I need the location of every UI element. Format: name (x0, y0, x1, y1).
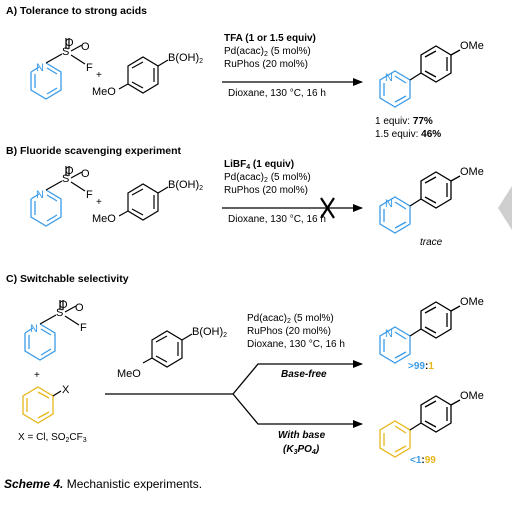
plus-a: + (96, 70, 102, 81)
product-arylpyridine-b (379, 171, 461, 234)
sulfonyl-group-a (45, 38, 86, 65)
conditions-c-1: Pd(acac)2 (5 mol%) (247, 313, 334, 326)
atom-s-c: S (56, 307, 64, 319)
yield-1equiv: 1 equiv: 77% (375, 116, 433, 127)
trace-result: trace (420, 237, 443, 248)
atom-f-c: F (80, 322, 87, 334)
cross-mark (320, 197, 335, 219)
ome-product-c1: OMe (460, 296, 484, 308)
branch-base-reagent: (K3PO4) (283, 444, 320, 457)
atom-o-c2: O (75, 302, 84, 314)
aryl-halide-c (22, 386, 62, 424)
x-definition: X = Cl, SO2CF3 (18, 432, 87, 445)
boronic-acid-b: B(OH)2 (168, 179, 204, 193)
product-arylpyridine-c (379, 301, 461, 364)
branch-base-free: Base-free (281, 369, 327, 380)
atom-o-b1: O (65, 165, 74, 177)
branch-with-base: With base (278, 430, 326, 441)
conditions-b-1: LiBF4 (1 equiv) (224, 159, 295, 172)
solvent-a: Dioxane, 130 °C, 16 h (228, 88, 326, 99)
solvent-b: Dioxane, 130 °C, 16 h (228, 214, 326, 225)
boronic-acid-a: B(OH)2 (168, 52, 204, 66)
page-edge-tab (498, 186, 512, 230)
conditions-c-3: Dioxane, 130 °C, 16 h (247, 339, 345, 350)
pyridine-sulfonyl-fluoride-b (30, 189, 62, 227)
conditions-c-2: RuPhos (20 mol%) (247, 326, 331, 337)
sulfonyl-group-b (45, 166, 86, 192)
conditions-a-2: Pd(acac)2 (5 mol%) (224, 46, 311, 59)
sulfonyl-group-c (39, 300, 80, 326)
methoxyphenyl-boronic-acid-c (142, 330, 193, 368)
plus-b: + (96, 197, 102, 208)
atom-s-a: S (62, 46, 70, 58)
atom-x-c: X (62, 384, 70, 396)
section-a-title: A) Tolerance to strong acids (6, 5, 147, 17)
atom-n-b: N (36, 189, 44, 201)
branching-arrows (105, 360, 363, 428)
methoxyphenyl-boronic-acid-a (118, 56, 169, 94)
methoxyphenyl-boronic-acid-b (118, 183, 169, 221)
plus-c: + (34, 370, 40, 381)
methoxy-b: MeO (92, 213, 116, 225)
boronic-acid-c: B(OH)2 (192, 326, 228, 340)
product-arylpyridine-a (379, 45, 461, 108)
ratio-base-free: >99:1 (408, 361, 434, 372)
scheme-caption: Scheme 4. Mechanistic experiments. (4, 477, 203, 491)
methoxy-a: MeO (92, 86, 116, 98)
ratio-with-base: <1:99 (410, 455, 436, 466)
atom-f-b: F (86, 189, 93, 201)
ome-product-b: OMe (460, 166, 484, 178)
atom-n-product-b: N (385, 198, 393, 210)
yield-1-5equiv: 1.5 equiv: 46% (375, 129, 442, 140)
atom-s-b: S (62, 173, 70, 185)
atom-n-a: N (36, 62, 44, 74)
atom-n-c: N (30, 323, 38, 335)
atom-o-b2: O (81, 168, 90, 180)
atom-o-a1: O (65, 37, 74, 49)
product-biphenyl-c (379, 395, 461, 458)
atom-f-a: F (86, 62, 93, 74)
ome-product-a: OMe (460, 40, 484, 52)
conditions-a-3: RuPhos (20 mol%) (224, 59, 308, 70)
section-c-title: C) Switchable selectivity (6, 273, 129, 285)
pyridine-sulfonyl-fluoride-a (30, 62, 62, 100)
atom-n-product-c: N (385, 328, 393, 340)
atom-o-a2: O (81, 41, 90, 53)
section-b-title: B) Fluoride scavenging experiment (6, 145, 182, 157)
conditions-b-3: RuPhos (20 mol%) (224, 185, 308, 196)
atom-o-c1: O (59, 299, 68, 311)
atom-n-product-a: N (385, 72, 393, 84)
ome-product-c2: OMe (460, 390, 484, 402)
methoxy-c: MeO (117, 368, 141, 380)
conditions-b-2: Pd(acac)2 (5 mol%) (224, 172, 311, 185)
conditions-a-1: TFA (1 or 1.5 equiv) (224, 33, 316, 44)
pyridine-sulfonyl-fluoride-c (24, 323, 56, 361)
